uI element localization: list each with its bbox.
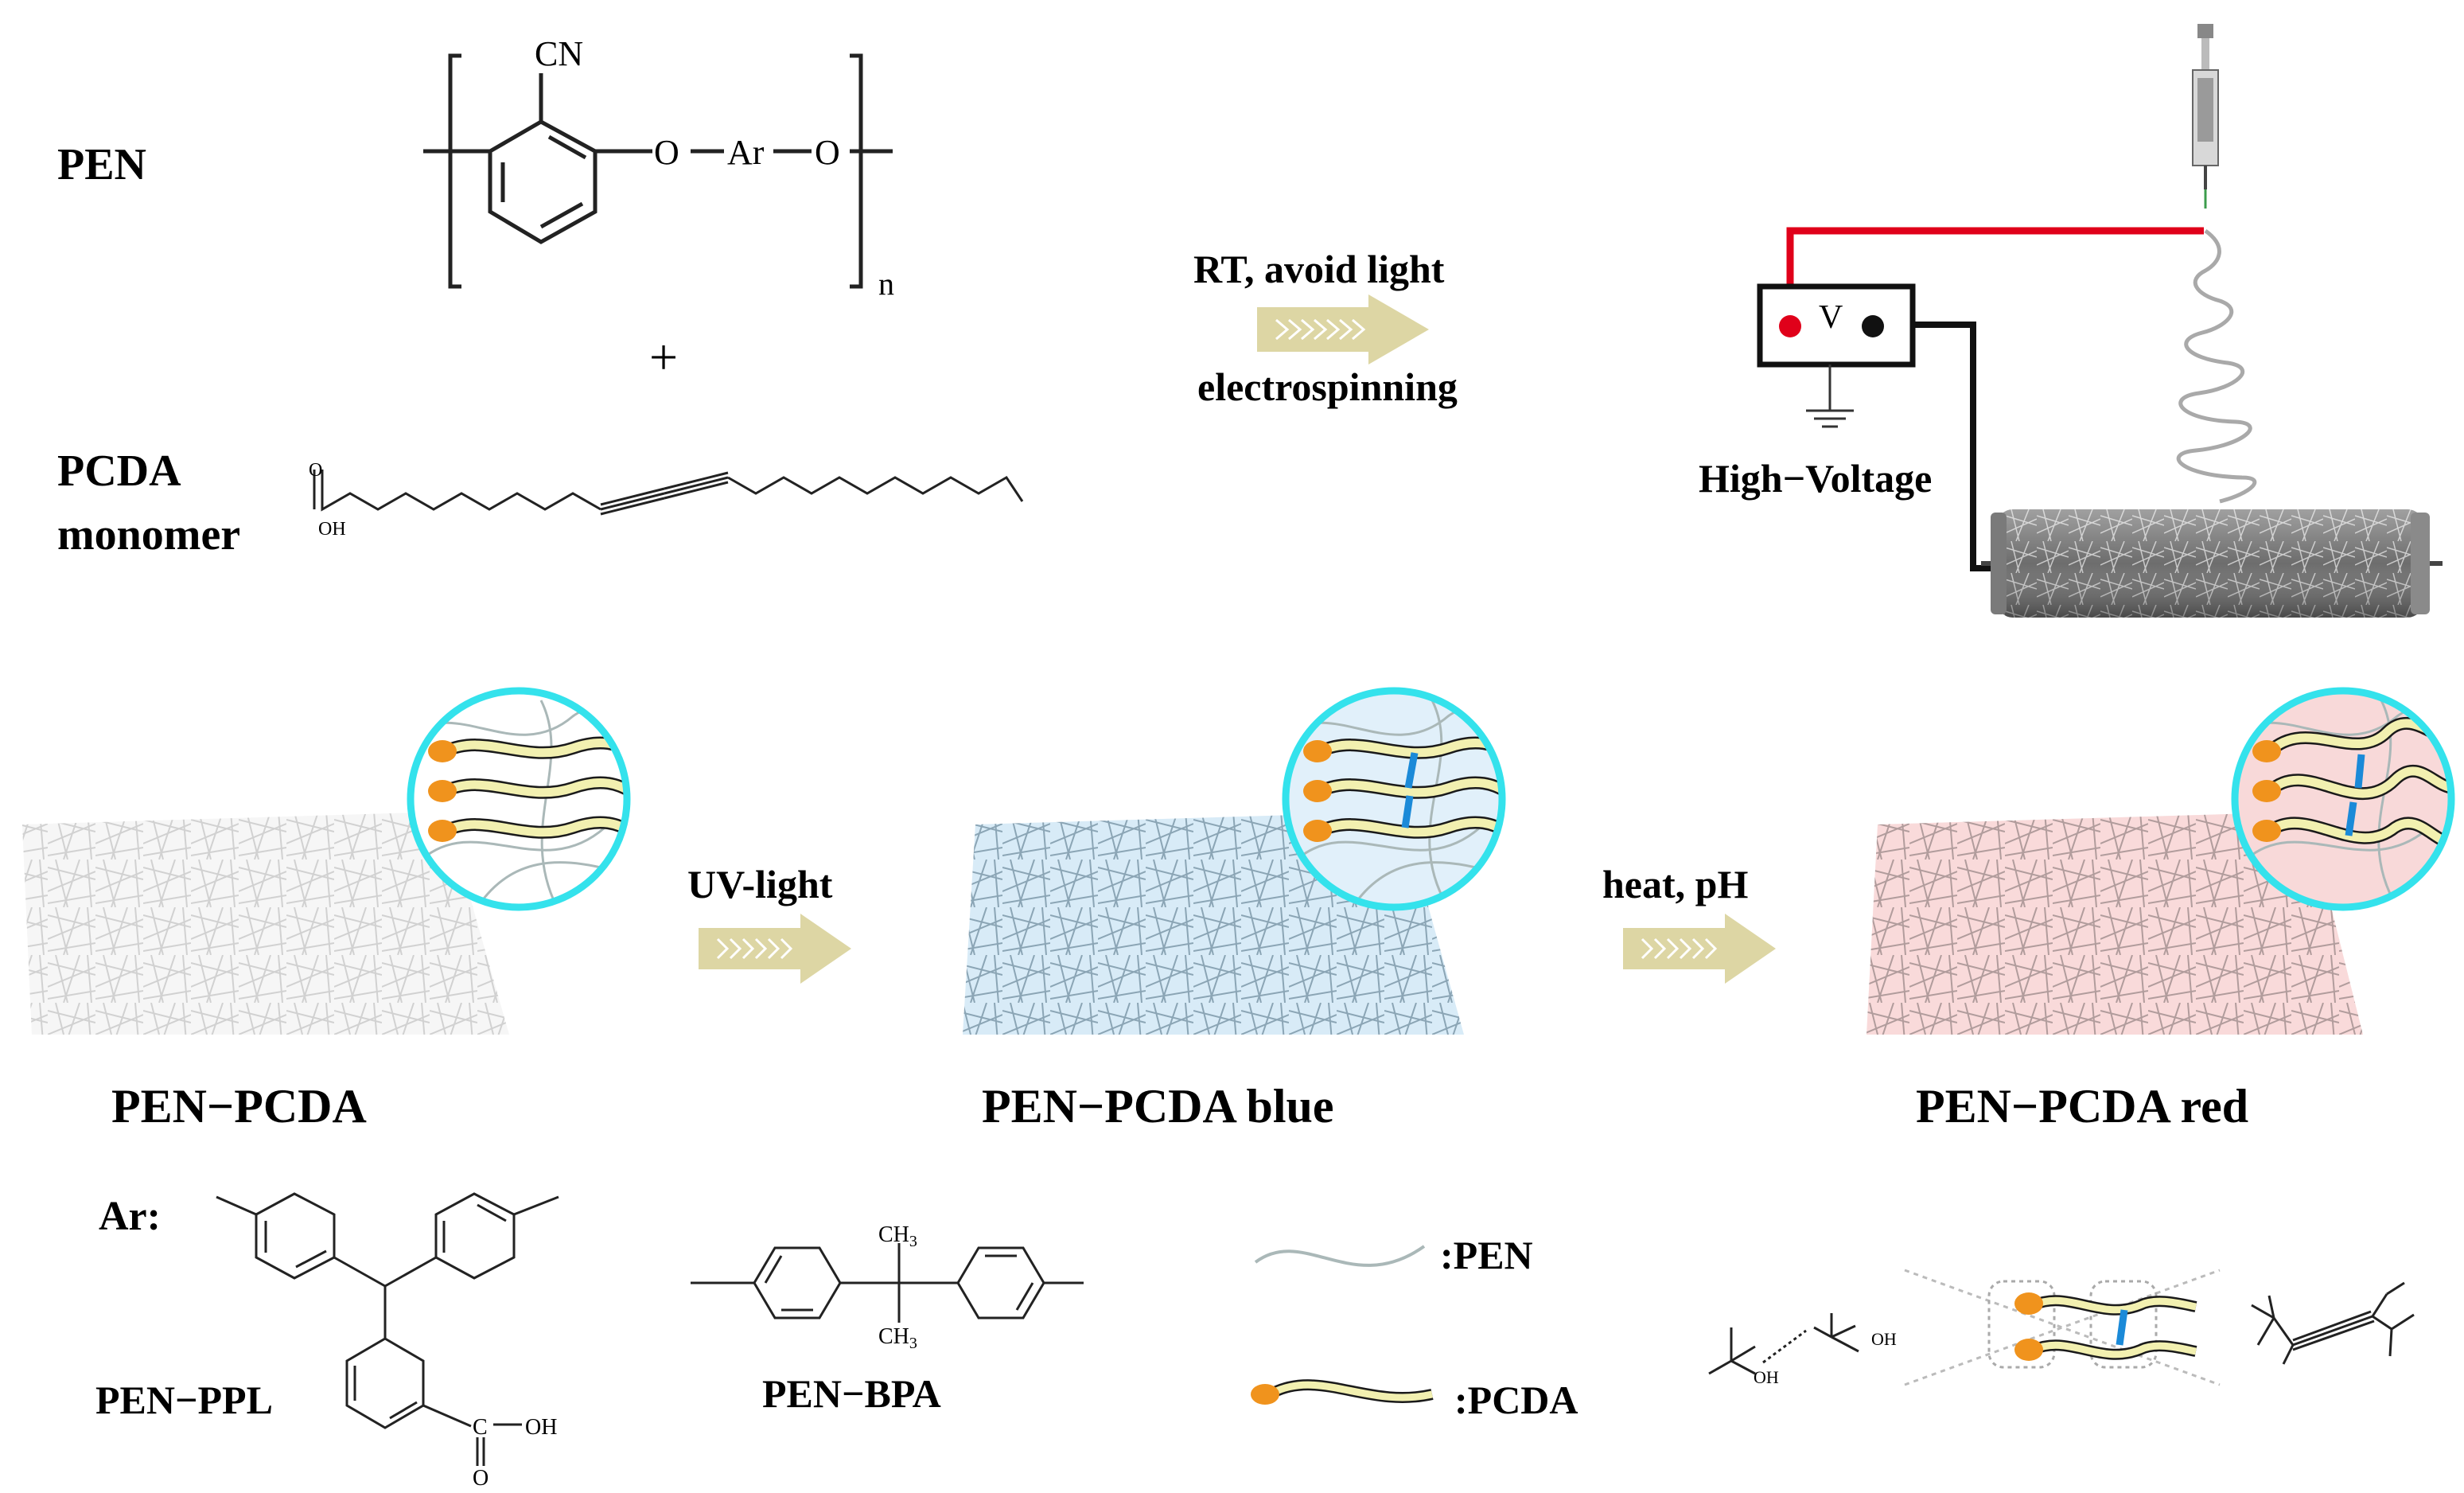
bpa-structure [691,1243,1084,1323]
pcda-monomer-label: monomer [57,510,240,559]
process-condition-top: RT, avoid light [1193,247,1445,291]
heat-ph-arrow [1623,914,1776,984]
h-bond-oh-2: OH [1871,1329,1897,1349]
terminal-positive [1779,315,1801,337]
ar-group: Ar [727,133,765,172]
polymer-jet [2176,228,2257,504]
pcda-oh: OH [318,519,346,540]
legend: :PEN :PCDA [1251,1233,1578,1422]
pen-ppl-label: PEN−PPL [95,1378,273,1422]
uv-light-label: UV-light [687,862,833,906]
zoom-circle-pen-pcda [407,687,631,911]
mat-pen-pcda-red [1866,812,2363,1035]
pen-bpa-label: PEN−BPA [762,1371,941,1416]
pen-structure [423,53,893,289]
power-supply-box [1757,283,1916,368]
pcda-label: PCDA [57,446,181,496]
diacetylene-unit [2251,1281,2415,1365]
voltage-symbol: V [1819,299,1843,336]
ppl-structure [216,1192,559,1466]
cooh-o: O [473,1466,489,1489]
repeat-n: n [878,266,894,302]
zoom-circle-pen-pcda-red [2231,687,2455,911]
pcda-structure [313,470,1024,516]
mat-pen-pcda [22,812,509,1035]
pcda-o: O [309,460,322,481]
crosslink-mechanism [1904,1269,2221,1386]
ar-definition-label: Ar: [99,1194,161,1239]
high-voltage-label: High−Voltage [1699,456,1932,501]
pen-label: PEN [57,140,146,189]
ch3-bottom: CH3 [878,1324,917,1352]
syringe-icon [2192,24,2219,209]
terminal-negative [1862,315,1884,337]
ether-o-left: O [654,133,679,172]
legend-pcda-head [1251,1384,1279,1405]
process-condition-bottom: electrospinning [1197,364,1458,409]
cooh-c: C [473,1415,488,1440]
h-bond-oh-1: OH [1754,1367,1779,1387]
electrospinning-setup: V High−Voltage [1699,24,2443,618]
cn-group: CN [535,34,583,73]
stage-label-pen-pcda-red: PEN−PCDA red [1916,1080,2248,1132]
stage-label-pen-pcda: PEN−PCDA [111,1080,367,1132]
ground-icon [1806,364,1854,428]
heat-ph-label: heat, pH [1602,862,1748,906]
h-bond-dimer [1708,1313,1859,1375]
legend-pcda-tail [1271,1381,1433,1401]
collector-drum [1981,509,2443,618]
legend-pen-line [1254,1245,1426,1267]
ether-o-right: O [815,133,840,172]
legend-pen-text: :PEN [1440,1233,1533,1277]
process-arrow-electrospinning [1257,294,1429,364]
cooh-oh: OH [525,1415,557,1440]
stage-label-pen-pcda-blue: PEN−PCDA blue [982,1080,1334,1132]
zoom-circle-pen-pcda-blue [1282,687,1506,911]
ch3-top: CH3 [878,1222,917,1250]
wire-ground [1873,322,2005,571]
legend-pcda-text: :PCDA [1454,1378,1578,1422]
plus-sign: + [649,329,678,385]
uv-arrow [699,914,851,984]
